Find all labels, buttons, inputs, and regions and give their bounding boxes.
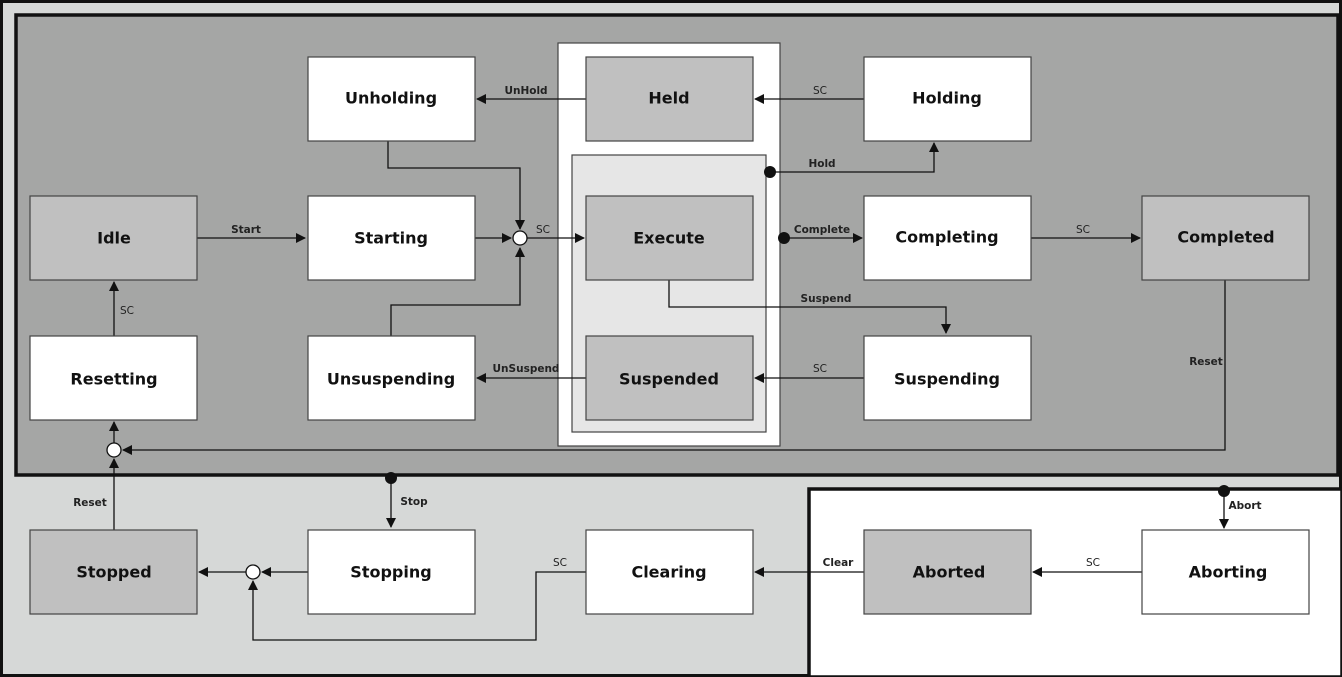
state-label: Aborting xyxy=(1189,563,1268,582)
edge-unholding-junction xyxy=(387,141,525,230)
state-stopped[interactable]: Stopped xyxy=(29,529,198,615)
label-sc-clearing: SC xyxy=(553,557,567,569)
state-label: Stopped xyxy=(76,563,151,582)
edge-clearing-junction xyxy=(248,571,586,641)
label-sc-resetting: SC xyxy=(120,305,134,317)
state-label: Execute xyxy=(633,229,705,248)
abort-source-dot xyxy=(1218,485,1230,497)
state-execute[interactable]: Execute xyxy=(585,195,754,281)
state-completing[interactable]: Completing xyxy=(863,195,1032,281)
state-held[interactable]: Held xyxy=(585,56,754,142)
state-label: Stopping xyxy=(350,563,431,582)
label-unsuspend: UnSuspend xyxy=(493,363,560,375)
state-label: Completing xyxy=(895,228,998,247)
state-label: Resetting xyxy=(70,370,157,389)
state-label: Unsuspending xyxy=(327,370,455,389)
state-label: Clearing xyxy=(631,563,706,582)
state-label: Aborted xyxy=(913,563,986,582)
state-label: Starting xyxy=(354,229,428,248)
state-label: Idle xyxy=(97,229,131,248)
state-resetting[interactable]: Resetting xyxy=(29,335,198,421)
state-completed[interactable]: Completed xyxy=(1141,195,1310,281)
label-stop: Stop xyxy=(400,496,428,508)
state-label: Completed xyxy=(1177,228,1274,247)
stop-source-dot xyxy=(385,472,397,484)
label-clear: Clear xyxy=(823,557,855,569)
label-sc-holding: SC xyxy=(813,85,827,97)
edge-hold xyxy=(770,142,939,173)
state-label: Unholding xyxy=(345,89,437,108)
label-complete: Complete xyxy=(794,224,850,236)
label-sc-aborting: SC xyxy=(1086,557,1100,569)
junction-stopped xyxy=(245,564,261,580)
state-aborting[interactable]: Aborting xyxy=(1141,529,1310,615)
hold-source-dot xyxy=(764,166,776,178)
label-hold: Hold xyxy=(808,158,835,170)
label-sc-starting: SC xyxy=(536,224,550,236)
state-unsuspending[interactable]: Unsuspending xyxy=(307,335,476,421)
state-label: Suspended xyxy=(619,370,719,389)
junction-execute xyxy=(512,230,528,246)
junction-resetting xyxy=(106,442,122,458)
edge-reset-completed xyxy=(122,280,1226,455)
label-reset-completed: Reset xyxy=(1189,356,1223,368)
label-start: Start xyxy=(231,224,261,236)
edge-unsuspending-junction xyxy=(390,247,525,336)
state-stopping[interactable]: Stopping xyxy=(307,529,476,615)
label-abort: Abort xyxy=(1228,500,1261,512)
state-clearing[interactable]: Clearing xyxy=(585,529,754,615)
label-unhold: UnHold xyxy=(504,85,547,97)
state-idle[interactable]: Idle xyxy=(29,195,198,281)
state-suspended[interactable]: Suspended xyxy=(585,335,754,421)
label-sc-completing: SC xyxy=(1076,224,1090,236)
transitions xyxy=(109,94,1229,641)
complete-source-dot xyxy=(778,232,790,244)
state-holding[interactable]: Holding xyxy=(863,56,1032,142)
label-reset-stopped: Reset xyxy=(73,497,107,509)
state-label: Held xyxy=(648,89,689,108)
edge-suspend xyxy=(668,280,951,334)
state-starting[interactable]: Starting xyxy=(307,195,476,281)
label-suspend: Suspend xyxy=(801,293,852,305)
state-label: Suspending xyxy=(894,370,1000,389)
label-sc-suspending: SC xyxy=(813,363,827,375)
state-aborted[interactable]: Aborted xyxy=(863,529,1032,615)
state-unholding[interactable]: Unholding xyxy=(307,56,476,142)
state-label: Holding xyxy=(912,89,982,108)
state-suspending[interactable]: Suspending xyxy=(863,335,1032,421)
